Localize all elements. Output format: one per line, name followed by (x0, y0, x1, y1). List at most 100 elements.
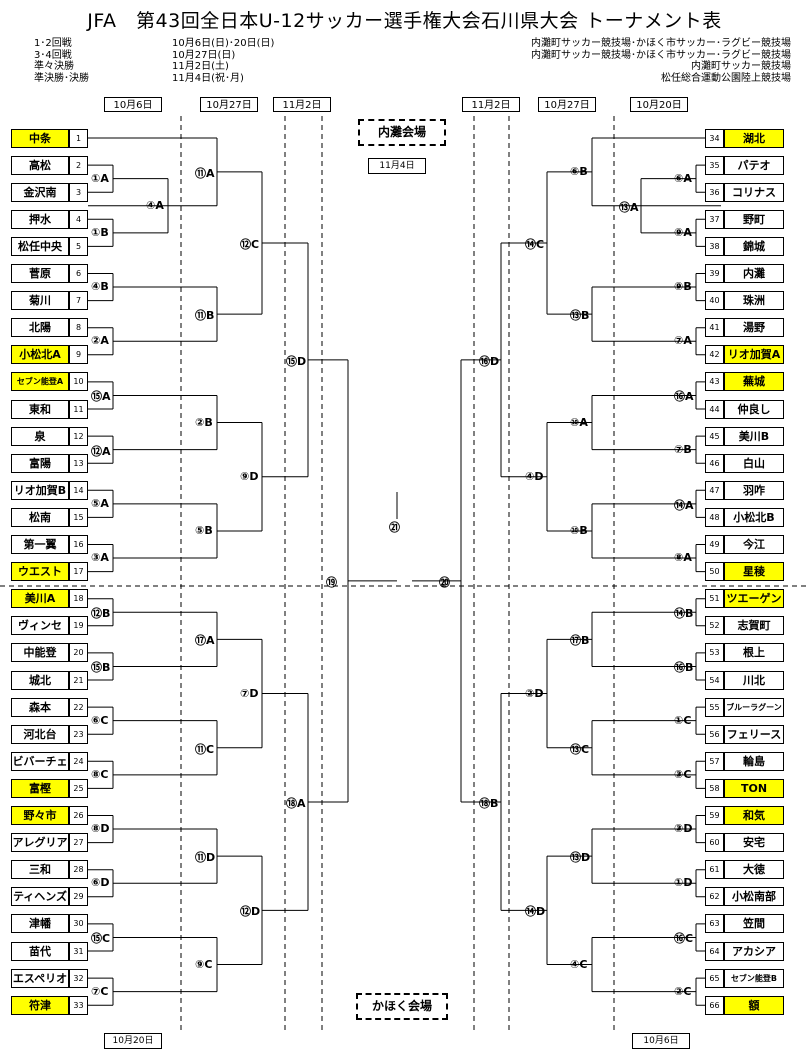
team-number: 12 (69, 426, 88, 446)
team-name: 川北 (724, 670, 784, 690)
team-number: 35 (705, 155, 724, 175)
round-label: 1･2回戦 (34, 38, 72, 49)
team-number: 61 (705, 860, 724, 880)
team-name: 額 (724, 995, 784, 1015)
team-name: 志賀町 (724, 616, 784, 636)
match-label: ⑰B (570, 634, 590, 648)
match-label: ⑯C (674, 932, 694, 946)
match-label: ⑭C (525, 238, 545, 251)
team-number: 5 (69, 236, 88, 256)
team-name: ウエスト (11, 562, 69, 582)
team-name: 野町 (724, 209, 784, 229)
team-name: 森本 (11, 697, 69, 717)
match-label: ⑭D (525, 905, 546, 919)
column-date-header: 10月27日 (538, 97, 596, 112)
match-label: ②D (525, 686, 544, 700)
team-name: 押水 (11, 209, 69, 229)
team-name: 小松北B (724, 507, 784, 527)
team-number: 50 (705, 562, 724, 582)
team-name: 星稜 (724, 562, 784, 582)
team-name: セブン能登B (724, 968, 784, 988)
match-label: ⑧C (91, 767, 109, 781)
team-name: 中能登 (11, 643, 69, 663)
team-number: 54 (705, 670, 724, 690)
match-label: ④C (570, 957, 588, 971)
match-label: ⑯D (479, 354, 500, 368)
team-number: 22 (69, 697, 88, 717)
team-name: ヴィンセ (11, 616, 69, 636)
final-date: 11月4日 (368, 158, 426, 174)
team-number: 65 (705, 968, 724, 988)
match-label: ②B (195, 415, 213, 429)
match-label: ⑯A (674, 390, 694, 404)
team-number: 32 (69, 968, 88, 988)
round-label: 3･4回戦 (34, 49, 72, 61)
match-label: ⑨D (240, 469, 259, 483)
schedule-dates: 10月6日(日)･20日(日) 10月27日(日) 11月2日(土) 11月4日… (172, 38, 274, 84)
team-number: 11 (69, 399, 88, 419)
team-name: 内灘 (724, 264, 784, 283)
team-number: 4 (69, 209, 88, 229)
round-date: 10月27日(日) (172, 49, 236, 61)
match-label: ⑳ (439, 575, 450, 589)
match-label: ⑫B (91, 607, 111, 621)
team-name: 湖北 (724, 128, 784, 148)
team-number: 20 (69, 643, 88, 663)
team-name: 泉 (11, 426, 69, 446)
match-label: ①A (91, 171, 109, 185)
match-label: ⑲ (326, 575, 337, 589)
team-name: 富樫 (11, 778, 69, 798)
match-label: ⑪A (195, 166, 215, 180)
team-name: 城北 (11, 670, 69, 690)
match-label: ⑥A (674, 171, 692, 185)
match-label: ⑮A (91, 390, 111, 404)
team-name: セブン能登A (11, 372, 69, 392)
match-label: ②A (91, 334, 109, 348)
team-name: 河北台 (11, 724, 69, 744)
match-label: ①D (674, 876, 693, 890)
match-label: ⑥C (91, 713, 109, 727)
team-name: 三和 (11, 860, 69, 880)
match-label: ③A (91, 551, 109, 565)
team-name: エスペリオ (11, 968, 69, 988)
round-date: 10月6日(日)･20日(日) (172, 38, 275, 49)
team-name: 大徳 (724, 860, 784, 880)
team-number: 16 (69, 535, 88, 554)
team-name: 小松南部 (724, 887, 784, 907)
round-venue: 内灘町サッカー競技場 (691, 61, 791, 72)
match-label: ⑪B (195, 309, 215, 323)
team-name: アカシア (724, 941, 784, 961)
team-number: 21 (69, 670, 88, 690)
team-number: 19 (69, 616, 88, 636)
team-name: 中条 (11, 128, 69, 148)
team-number: 24 (69, 751, 88, 771)
team-name: 笠間 (724, 914, 784, 934)
team-number: 39 (705, 264, 724, 283)
team-name: 錦城 (724, 236, 784, 256)
round-venue: 松任総合運動公園陸上競技場 (661, 72, 791, 84)
team-number: 58 (705, 778, 724, 798)
team-number: 2 (69, 155, 88, 175)
team-name: 高松 (11, 155, 69, 175)
team-name: 仲良し (724, 399, 784, 419)
team-number: 34 (705, 128, 724, 148)
round-label: 準決勝･決勝 (34, 72, 89, 84)
team-name: フェリース (724, 724, 784, 744)
team-number: 56 (705, 724, 724, 744)
team-number: 14 (69, 480, 88, 500)
match-label: ⑦C (91, 984, 109, 998)
team-number: 59 (705, 806, 724, 825)
match-label: ⑩A (570, 415, 588, 429)
match-label: ③C (674, 767, 692, 781)
team-number: 9 (69, 345, 88, 365)
match-label: ⑬A (619, 200, 639, 214)
team-name: パテオ (724, 155, 784, 175)
team-number: 53 (705, 643, 724, 663)
bottom-date-right: 10月6日 (632, 1033, 690, 1049)
team-number: 3 (69, 182, 88, 202)
match-label: ⑤B (195, 523, 213, 537)
team-number: 25 (69, 778, 88, 798)
team-number: 27 (69, 833, 88, 853)
team-number: 44 (705, 399, 724, 419)
match-label: ⑬C (570, 742, 590, 756)
